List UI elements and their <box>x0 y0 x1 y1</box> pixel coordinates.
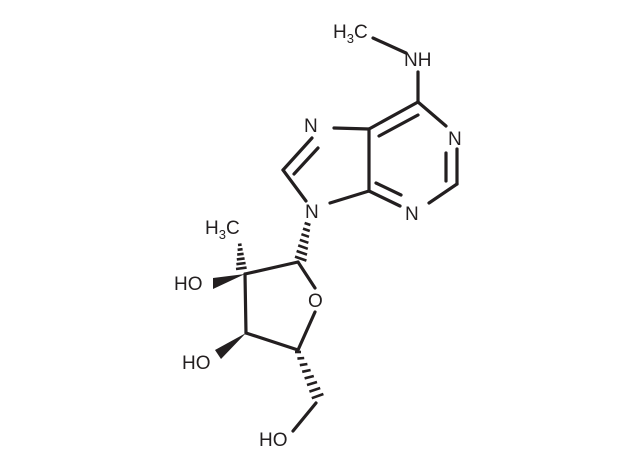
atom-label-h3c-top: H3C <box>333 22 368 46</box>
bond-c1p-c2p <box>243 260 300 276</box>
atom-label-ho-c3: HO <box>182 353 211 374</box>
bond-n3-c4 <box>367 189 402 208</box>
stereo-bonds <box>213 221 324 400</box>
atom-label-n3: N <box>405 204 419 225</box>
atom-label-ho-c2: HO <box>174 274 203 295</box>
bond-n9-c4 <box>328 189 371 205</box>
bond-c5-c6-inner <box>377 113 420 138</box>
bonds <box>243 36 459 433</box>
hash-n9-c1p <box>294 221 311 262</box>
bond-o-c1p <box>296 260 317 290</box>
bond-c4p-o <box>296 310 317 352</box>
atom-label-nh: NH <box>404 50 431 71</box>
bond-c2p-c3p <box>243 272 248 335</box>
bond-c2-n3 <box>427 182 459 205</box>
hash-c4p-c5p <box>295 350 324 400</box>
atom-label-n9: N <box>305 202 319 223</box>
bond-c3p-c4p <box>244 331 300 352</box>
bond-c8-n9 <box>281 168 308 203</box>
wedge-c2p-oh <box>213 274 245 289</box>
bond-c5-n7 <box>332 126 371 131</box>
hash-c2p-ch3 <box>235 243 247 271</box>
bond-n7-c8-inner <box>292 146 320 176</box>
bond-n3-c4-inner <box>374 181 403 197</box>
atom-label-n7: N <box>304 116 318 137</box>
wedge-c3p-oh <box>215 333 246 359</box>
atom-label-ho-c5: HO <box>259 430 288 451</box>
bond-c5p-oh <box>291 401 318 433</box>
atom-label-o-ring: O <box>308 291 323 312</box>
bond-c6-n1 <box>416 100 448 128</box>
bond-n7-c8 <box>281 136 314 172</box>
atom-label-h3c-sugar: H3C <box>205 218 240 242</box>
atom-labels: H3C NH N N N N H3C HO O HO HO <box>174 22 462 451</box>
bond-ch3-nh <box>371 36 408 55</box>
atom-label-n1: N <box>448 129 462 150</box>
bond-c5-c6 <box>367 100 420 131</box>
